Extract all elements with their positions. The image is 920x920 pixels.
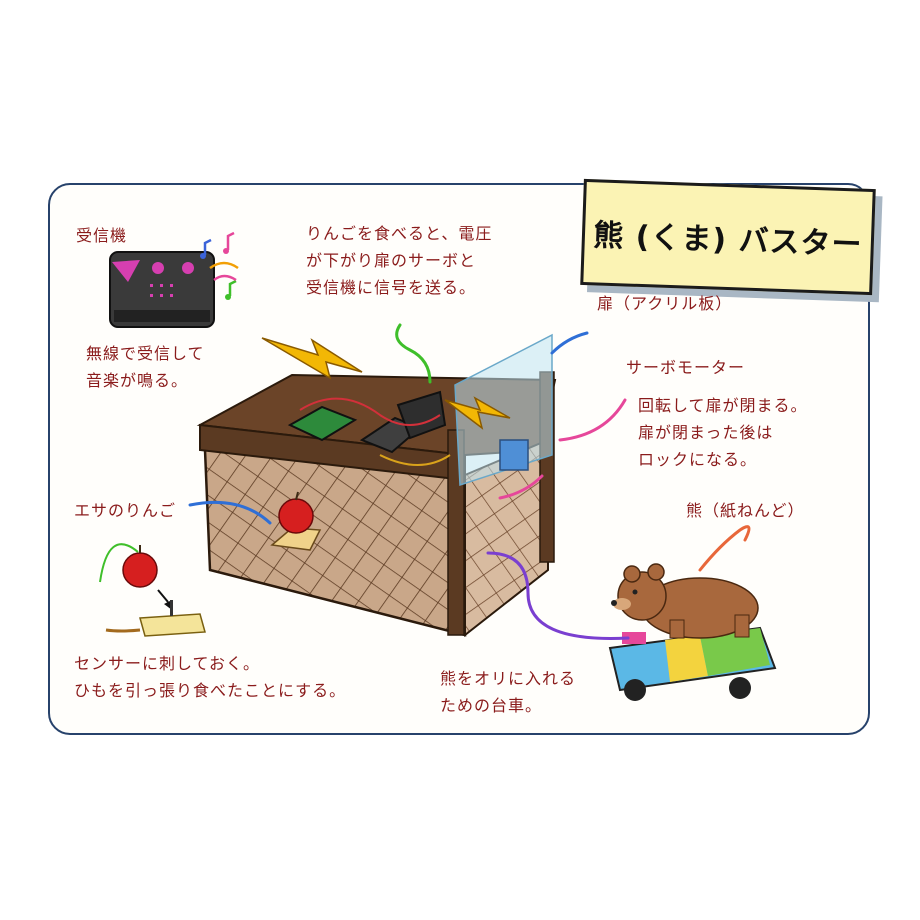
breadboard-icon (287, 390, 451, 466)
sensor-note: センサーに刺しておく。 ひもを引っ張り食べたことにする。 (74, 654, 347, 700)
arrow-cart-icon (486, 551, 630, 640)
microbit-receiver-icon (109, 251, 215, 328)
apple-voltage-note: りんごを食べると、電圧 が下がり扉のサーボと 受信機に信号を送る。 (306, 224, 493, 297)
apple-icon (99, 543, 158, 588)
lightning-icon (261, 337, 511, 430)
arrow-door-icon (550, 331, 589, 355)
arrow-bear-icon (698, 525, 751, 572)
servo-description: 回転して扉が閉まる。 扉が閉まった後は ロックになる。 (638, 396, 808, 469)
arrow-bait-icon (188, 500, 272, 525)
servo-motor-icon (499, 439, 529, 471)
door-label: 扉（アクリル板） (597, 294, 733, 313)
receiver-label: 受信機 (76, 226, 128, 245)
sensor-block-icon (105, 600, 206, 637)
cart-icon (608, 626, 777, 701)
bear-icon (611, 563, 759, 639)
music-notes-icon (200, 231, 239, 300)
bear-label: 熊（紙ねんど） (686, 501, 805, 520)
down-arrow-icon (157, 589, 169, 603)
receiver-description: 無線で受信して 音楽が鳴る。 (86, 344, 205, 390)
arrow-servo-icon (558, 398, 627, 442)
cage-box (196, 333, 557, 638)
servo-title: サーボモーター (626, 358, 746, 377)
cart-note: 熊をオリに入れる ための台車。 (440, 669, 577, 715)
bait-label: エサのりんご (74, 501, 177, 520)
bait-apple-icon (270, 491, 322, 551)
arrow-rotate-icon (498, 474, 544, 500)
arrow-green-icon (395, 323, 432, 384)
